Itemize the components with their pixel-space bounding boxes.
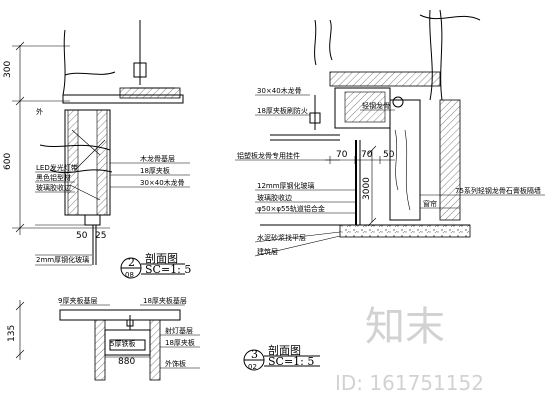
watermark-id: ID: 161751152 [335,371,484,395]
dim-50: 50 [76,231,88,241]
label-finish-board: 外饰板 [165,359,186,368]
detail-2-section [12,20,190,279]
detail-3-bubble-top: 3 [251,348,258,361]
detail-3-title: 剖面图 [268,343,301,357]
label-glass-sealant: 玻璃胶收边 [257,193,292,202]
dim-70b: 70 [361,150,373,160]
label-plywood-base-18: 18厚夹板基层 [143,296,187,305]
dim-600: 600 [3,153,13,170]
label-plywood-base-9: 9厚夹板基层 [58,296,97,305]
detail-3-section [235,9,545,371]
note-tempered-glass: 2mm厚钢化玻璃 [36,255,89,264]
dim-70a: 70 [336,150,348,160]
detail-small-section [15,300,200,381]
dim-135: 135 [7,325,17,342]
label-partition-wall: 75系列轻钢龙骨石膏板隔墙 [455,186,541,195]
detail-3-scale: SC=1: 5 [268,355,314,368]
detail-2-scale: SC=1: 5 [145,263,191,276]
label-fireproof-plywood: 18厚夹板刷防火 [257,106,308,115]
label-curtain: 窗帘 [423,199,437,208]
note-glass-sealant: 玻璃胶收边 [36,183,71,192]
label-plywood-18: 18厚夹板 [165,338,195,347]
watermark-logo-text: 知末 [365,304,445,350]
dim-300: 300 [3,61,13,78]
label-wood-keel: 30×40木龙骨 [257,86,302,95]
label-light-steel-keel: 轻钢龙骨 [362,101,390,110]
detail-3-bubble-bottom: 02 [248,363,257,371]
label-iron-plate: 5厚铁板 [110,339,135,348]
dim-3000: 3000 [362,177,372,200]
note-wood-base: 木龙骨基层 [140,154,175,163]
label-tempered-glass-12: 12mm厚钢化玻璃 [257,181,315,190]
detail-2-title: 剖面图 [145,251,178,265]
note-plywood: 18厚夹板 [140,166,170,175]
dim-50-right: 50 [383,150,395,160]
label-structure-layer: 建筑层 [257,247,278,256]
note-aluminium-profile: 黑色铝型材 [36,173,71,182]
detail-2-bubble-top: 2 [128,256,135,269]
detail-2-bubble-bottom: 08 [125,271,134,279]
dim-25: 25 [95,231,106,241]
dim-880: 880 [118,357,135,367]
label-spotlight-base: 射灯基层 [165,326,193,335]
note-led-strip: LED发光灯带 [36,163,78,172]
note-wood-keel: 30×40木龙骨 [140,178,185,187]
label-aluminium-track: φ50×φ55轨道铝合金 [257,204,325,213]
outer-label: 外 [36,107,43,116]
label-keel-hanger: 铝塑板龙骨专用挂件 [237,151,300,160]
label-screed-layer: 水泥砂浆找平层 [257,233,306,242]
